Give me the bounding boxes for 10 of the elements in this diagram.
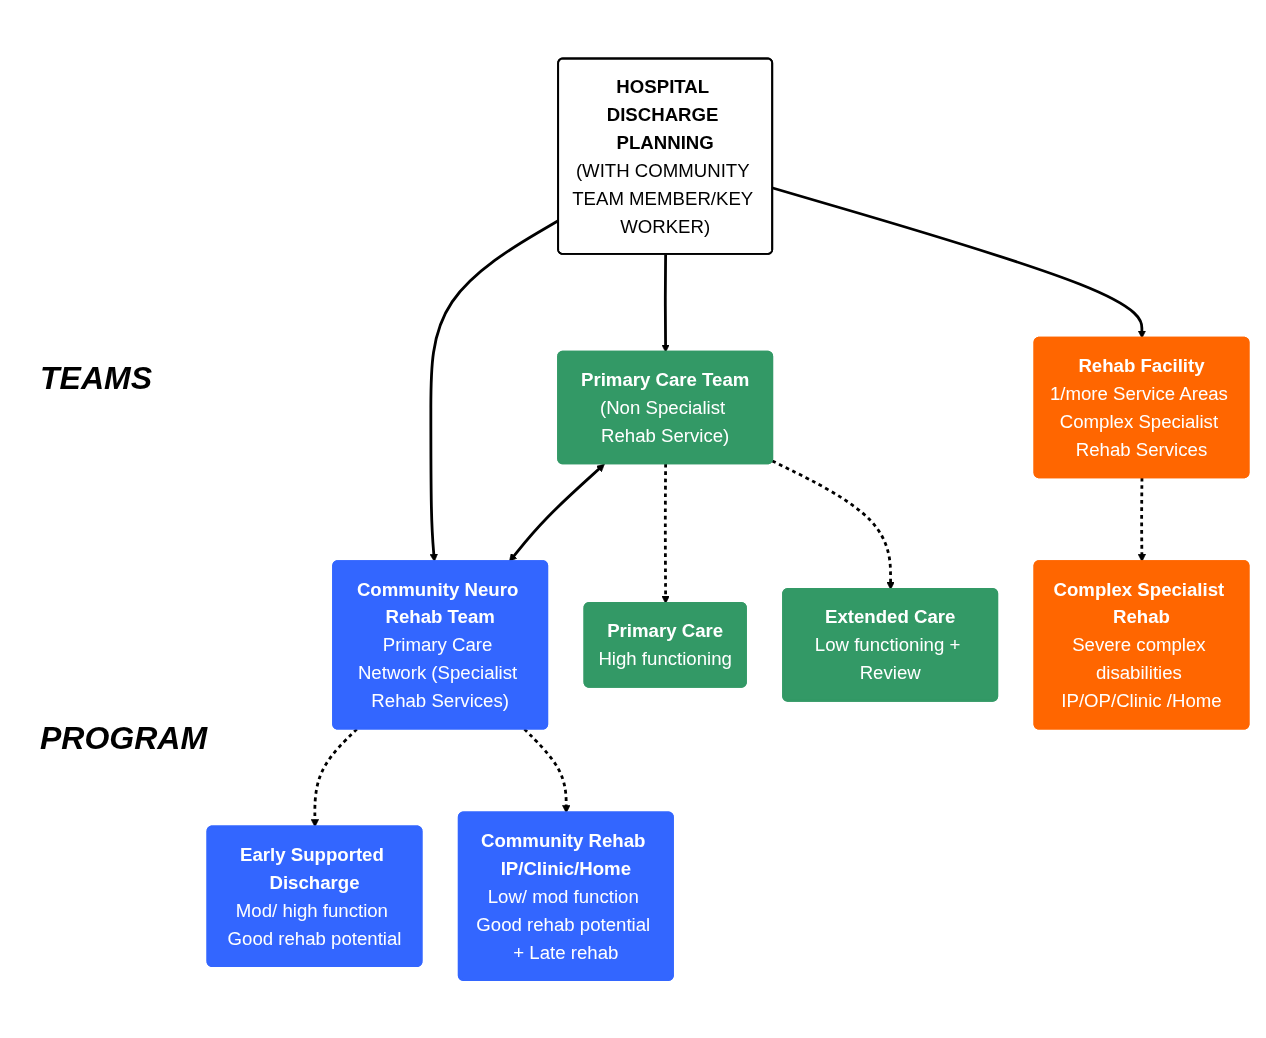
arrow xyxy=(771,459,895,590)
arrow xyxy=(772,186,1146,339)
arrow xyxy=(1137,477,1146,562)
arrow xyxy=(523,727,571,814)
arrow xyxy=(509,463,605,562)
row-label: PROGRAM xyxy=(40,720,208,757)
row-label: TEAMS xyxy=(40,360,152,397)
arrow xyxy=(310,727,358,827)
arrow xyxy=(661,463,670,604)
arrow xyxy=(661,254,670,353)
